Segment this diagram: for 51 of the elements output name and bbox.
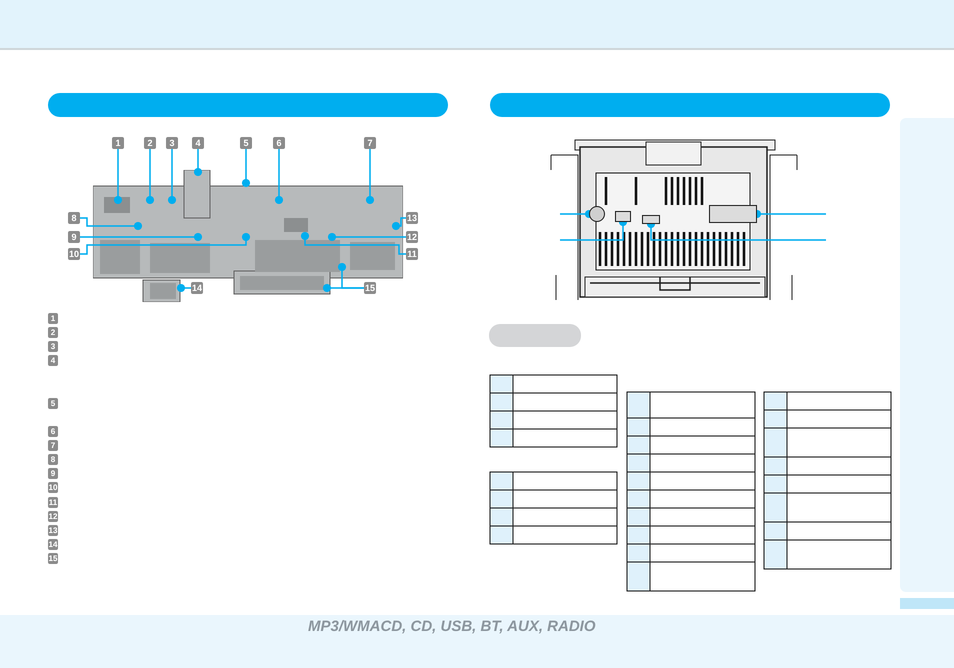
callout-number: 12 [48,510,58,522]
callout-number: 1 [48,312,58,324]
footer-text: MP3/WMACD, CD, USB, BT, AUX, RADIO [308,618,596,636]
leader-line [274,149,284,204]
callout-number: 7 [48,440,58,450]
leader-line [80,232,250,255]
callout-number: 2 [144,137,156,149]
callout-number: 10 [68,248,80,260]
callout-number: 5 [240,137,252,149]
picture [93,170,403,302]
leader-line [300,232,406,255]
callout-number: 15 [364,282,376,294]
callout-number: 8 [68,212,80,224]
callout-number: 7 [364,137,376,149]
callout-number: 14 [48,538,58,550]
callout-number: 9 [48,468,58,478]
callout-number: 8 [48,454,58,464]
callout-number: 6 [273,137,285,149]
callout-number: 11 [406,248,418,260]
callout-number: 4 [192,137,204,149]
leader-line [114,149,122,204]
leader-line [328,232,406,242]
callout-number: 4 [48,354,58,366]
callout-number: 1 [112,137,124,149]
callout-number: 9 [68,231,80,243]
leader-line [168,149,176,204]
callout-number: 3 [166,137,178,149]
tag-pill [489,324,581,347]
leader-line [322,284,364,292]
wiring-harness-connector [709,205,757,223]
callout-number: 5 [48,398,58,408]
callout-number: 15 [48,552,58,564]
leader-line [242,149,250,188]
callout-number: 6 [48,426,58,436]
callout-number: 10 [48,482,58,492]
callout-number: 2 [48,326,58,338]
callout-number: 13 [406,212,418,224]
connector-socket [615,211,631,222]
leader-line [366,149,374,204]
leader-line [146,149,154,204]
leader-line [176,284,191,292]
callout-number: 3 [48,340,58,352]
leader-line [392,217,406,230]
callout-number: 13 [48,524,58,536]
leader-line [80,232,202,242]
callout-number: 12 [406,231,418,243]
callout-number: 14 [191,282,203,294]
leader-line [194,149,202,176]
callout-number: 11 [48,496,58,508]
connector-socket [642,215,660,224]
leader-line [80,217,142,230]
